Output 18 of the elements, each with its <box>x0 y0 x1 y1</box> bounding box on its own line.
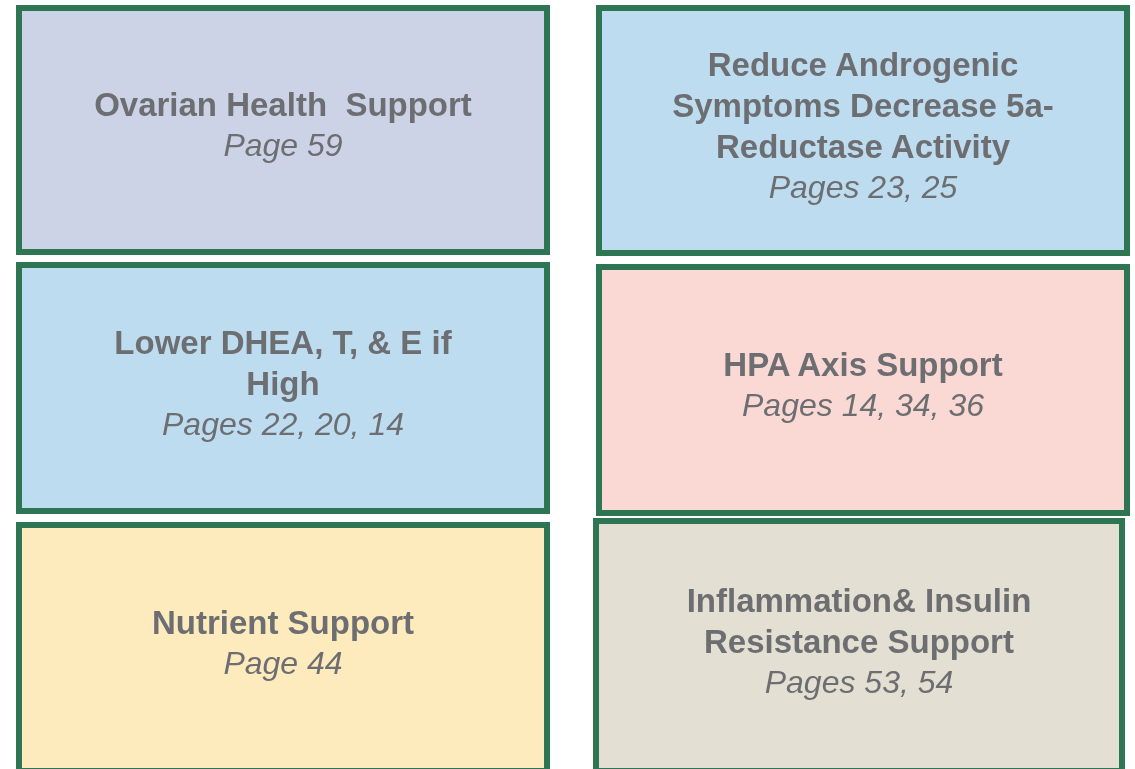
topic-heading: HPA Axis Support <box>723 345 1003 385</box>
topic-box <box>593 518 1125 769</box>
page-reference: Page 44 <box>223 644 343 683</box>
topic-box <box>16 5 550 255</box>
topic-heading: Reduce Androgenic Symptoms Decrease 5a-Reductase Activity <box>671 44 1055 167</box>
page-reference: Pages 23, 25 <box>768 167 958 207</box>
topic-box <box>16 262 550 514</box>
topic-heading: Inflammation& Insulin Resistance Support <box>685 580 1033 662</box>
topic-box <box>596 5 1130 256</box>
topic-box <box>16 522 550 769</box>
topic-box <box>596 264 1130 516</box>
page-reference: Page 59 <box>223 126 343 165</box>
topic-heading: Ovarian Health Support <box>94 85 472 125</box>
page-reference: Pages 53, 54 <box>764 662 954 702</box>
page-reference: Pages 14, 34, 36 <box>742 386 984 425</box>
topic-heading: Lower DHEA, T, & E if High <box>113 322 453 404</box>
page-reference: Pages 22, 20, 14 <box>162 404 404 444</box>
topic-heading: Nutrient Support <box>151 603 415 643</box>
